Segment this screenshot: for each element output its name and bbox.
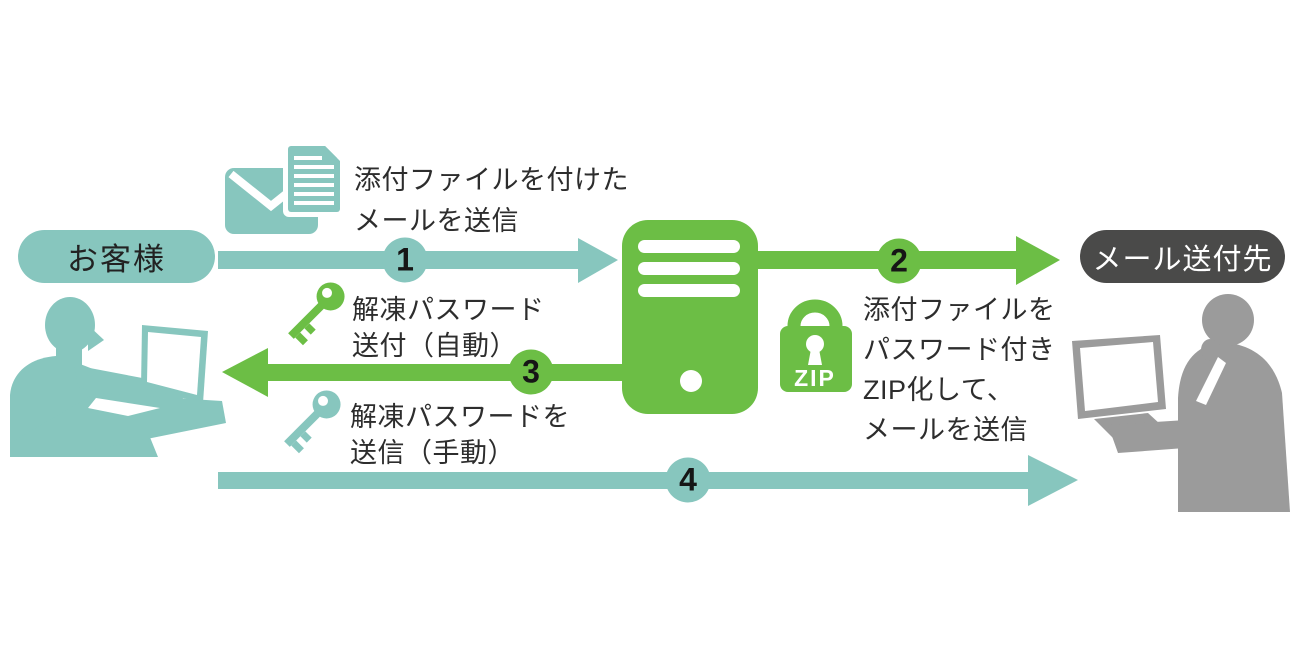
envelope-attachment-icon: [225, 141, 345, 234]
step3-label-line1: 解凍パスワード: [352, 295, 545, 325]
step4-number-badge: 4: [665, 457, 711, 503]
zip-lock-icon: ZIP: [780, 299, 852, 392]
step3-label-line2: 送付（自動）: [352, 331, 517, 361]
step4-label: 解凍パスワードを 送信（手動）: [350, 399, 570, 471]
recipient-node-label: メール送付先: [1092, 243, 1273, 276]
step3-label: 解凍パスワード 送付（自動）: [352, 292, 545, 364]
customer-node-label: お客様: [67, 242, 166, 277]
step2-label-line3: ZIP化して、: [863, 375, 1015, 405]
step2-label-line4: メールを送信: [863, 415, 1028, 445]
recipient-silhouette: [1072, 294, 1290, 512]
step1-number-badge: 1: [382, 237, 428, 283]
customer-node: お客様: [18, 230, 215, 283]
key-icon-auto: [288, 282, 345, 346]
step1-label-line1: 添付ファイルを付けた: [354, 165, 629, 195]
step4-label-line1: 解凍パスワードを: [350, 402, 570, 432]
step3-number-badge: 3: [508, 349, 554, 395]
step2-number-badge: 2: [876, 238, 922, 284]
step1-label: 添付ファイルを付けた メールを送信: [354, 160, 629, 242]
customer-silhouette: [10, 297, 226, 457]
step1-label-line2: メールを送信: [354, 206, 519, 236]
recipient-node: メール送付先: [1080, 230, 1285, 283]
zip-lock-label: ZIP: [794, 365, 836, 391]
key-icon-manual: [284, 390, 341, 454]
step2-label: 添付ファイルを パスワード付き ZIP化して、 メールを送信: [863, 290, 1056, 450]
step4-arrow: [218, 455, 1078, 506]
step4-label-line2: 送信（手動）: [350, 438, 515, 468]
step2-label-line2: パスワード付き: [863, 335, 1056, 365]
step2-label-line1: 添付ファイルを: [863, 295, 1056, 325]
mail-server-icon: [622, 220, 758, 414]
